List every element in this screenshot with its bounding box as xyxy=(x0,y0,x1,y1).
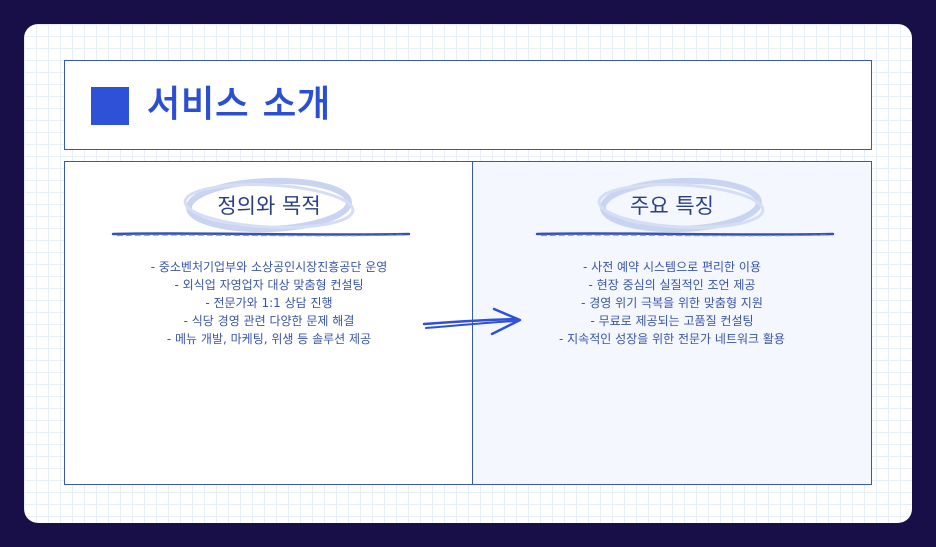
title-box: 서비스 소개 xyxy=(64,60,872,150)
definition-list: - 중소벤처기업부와 소상공인시장진흥공단 운영 - 외식업 자영업자 대상 맞… xyxy=(65,258,473,348)
list-item: - 현장 중심의 실질적인 조언 제공 xyxy=(588,278,756,292)
list-item: - 외식업 자영업자 대상 맞춤형 컨설팅 xyxy=(174,278,364,292)
page-title: 서비스 소개 xyxy=(147,84,332,125)
features-heading: 주요 특징 xyxy=(630,194,714,218)
list-item: - 메뉴 개발, 마케팅, 위생 등 솔루션 제공 xyxy=(166,332,372,346)
definition-panel: 정의와 목적 - 중소벤처기업부와 소상공인시장진흥공단 운영 - 외식업 자영… xyxy=(64,161,474,485)
list-item: - 식당 경영 관련 다양한 문제 해결 xyxy=(183,314,355,328)
handdrawn-circle-icon xyxy=(597,177,765,233)
title-square-icon xyxy=(91,87,129,125)
list-item: - 무료로 제공되는 고품질 컨설팅 xyxy=(590,314,754,328)
handdrawn-circle-icon xyxy=(183,177,355,233)
list-item: - 전문가와 1:1 상담 진행 xyxy=(205,296,333,310)
list-item: - 경영 위기 극복을 위한 맞춤형 지원 xyxy=(581,296,763,310)
features-panel: 주요 특징 - 사전 예약 시스템으로 편리한 이용 - 현장 중심의 실질적인… xyxy=(472,161,872,485)
brush-underline-icon xyxy=(535,232,835,237)
list-item: - 지속적인 성장을 위한 전문가 네트워크 활용 xyxy=(559,332,785,346)
definition-heading: 정의와 목적 xyxy=(217,194,321,218)
list-item: - 사전 예약 시스템으로 편리한 이용 xyxy=(583,260,761,274)
features-list: - 사전 예약 시스템으로 편리한 이용 - 현장 중심의 실질적인 조언 제공… xyxy=(473,258,871,348)
brush-underline-icon xyxy=(111,232,411,237)
slide: 서비스 소개 정의와 목적 - 중소벤처기업부와 소상공인시장진흥공단 운영 -… xyxy=(24,24,912,523)
list-item: - 중소벤처기업부와 소상공인시장진흥공단 운영 xyxy=(150,260,388,274)
sketch-arrow-icon xyxy=(422,307,522,336)
